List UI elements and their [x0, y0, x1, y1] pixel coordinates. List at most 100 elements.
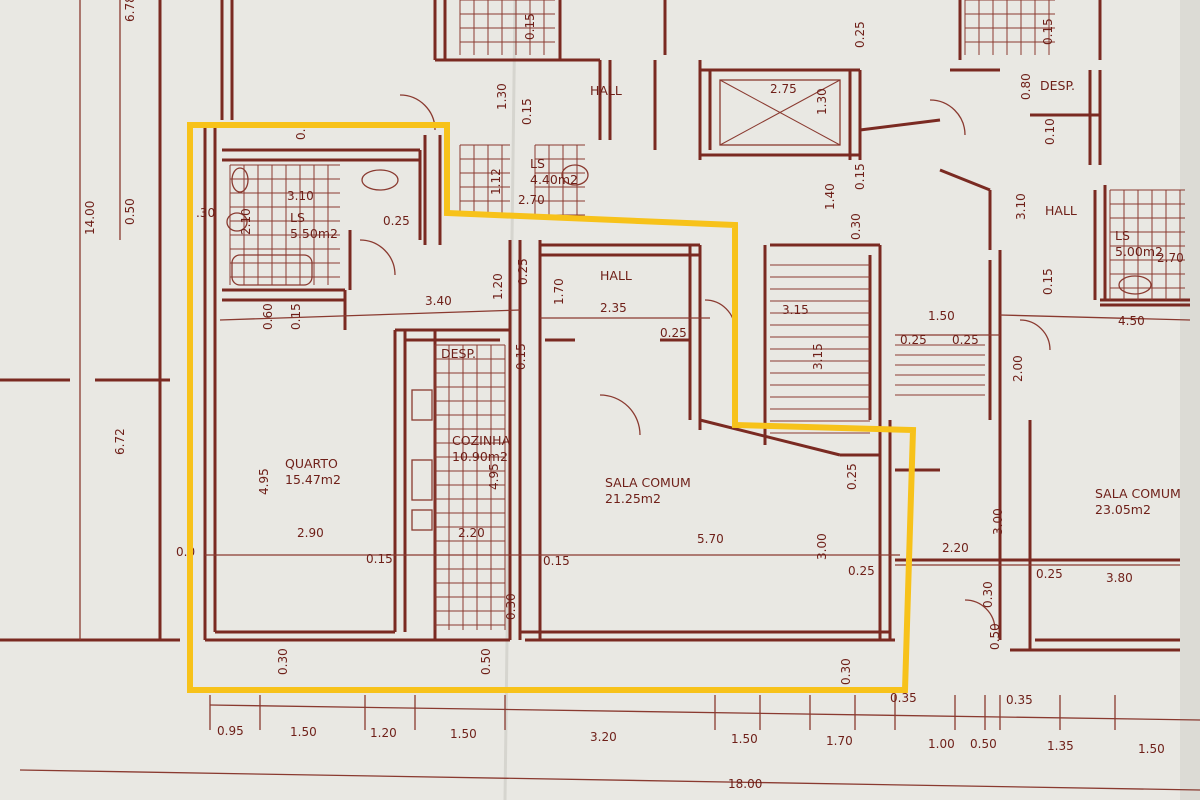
room-name: DESP. [441, 346, 476, 361]
dimension-label: 2.70 [518, 193, 545, 207]
dimension-label: 0.30 [981, 581, 995, 608]
dimension-label: 0.30 [839, 658, 853, 685]
bottom-dimension-label: 0.95 [217, 724, 244, 738]
bottom-dimension-label: 3.20 [590, 730, 617, 744]
dimension-label: 2.90 [297, 526, 324, 540]
dimension-label: 0.25 [853, 21, 867, 48]
toilet [561, 164, 589, 186]
toilet [231, 167, 249, 193]
dimension-label: 0.15 [366, 552, 393, 566]
dimension-label: 0.80 [1019, 73, 1033, 100]
bottom-dimension-label: 1.35 [1047, 739, 1074, 753]
room-area: 15.47m2 [285, 472, 341, 487]
bottom-dimension-label: 1.70 [826, 734, 853, 748]
dimension-label: 2.10 [239, 208, 253, 235]
dimension-label: 3.00 [815, 533, 829, 560]
dimension-label: 5.70 [697, 532, 724, 546]
total-width-label: 18.00 [728, 777, 762, 791]
dimension-label: 0.30 [849, 213, 863, 240]
dimension-label: 0.15 [1041, 18, 1055, 45]
room-name: HALL [590, 83, 622, 98]
dimension-label: 3.00 [991, 508, 1005, 535]
room-name: LS [1115, 228, 1130, 243]
bottom-dimension-label: 1.50 [731, 732, 758, 746]
dimension-label: 0.15 [523, 13, 537, 40]
room-name: HALL [1045, 203, 1077, 218]
dimension-label: 0.15 [514, 343, 528, 370]
dimension-label: 1.30 [815, 88, 829, 115]
dimension-label: 0.25 [516, 258, 530, 285]
dimension-label: 0.15 [853, 163, 867, 190]
bottom-dimension-label: 1.50 [450, 727, 477, 741]
dimension-label: 0.25 [900, 333, 927, 347]
room-name: LS [290, 210, 305, 225]
dimension-label: 2.20 [458, 526, 485, 540]
dimension-label: 1.30 [495, 83, 509, 110]
dimension-label: 0.60 [261, 303, 275, 330]
dimension-label: 3.10 [1014, 193, 1028, 220]
dimension-label: 4.95 [487, 463, 501, 490]
room-name: SALA COMUM [1095, 486, 1181, 501]
dimension-label: 0.25 [1036, 567, 1063, 581]
room-area: 23.05m2 [1095, 502, 1151, 517]
bottom-dimension-label: 0.50 [970, 737, 997, 751]
room-area: 5.00m2 [1115, 244, 1163, 259]
door-swing [929, 99, 966, 136]
dimension-label: 6.72 [113, 428, 127, 455]
dimension-line [19, 769, 1200, 791]
elevator-cross [719, 79, 841, 146]
dimension-label: 3.15 [811, 343, 825, 370]
bathtub [231, 254, 313, 286]
door-swing [1019, 319, 1051, 351]
dimension-label: 0.30 [504, 593, 518, 620]
dimension-label: 0.15 [289, 303, 303, 330]
dimension-label: 0.10 [1043, 118, 1057, 145]
dimension-label: 0.30 [276, 648, 290, 675]
room-name: HALL [600, 268, 632, 283]
room-area: 10.90m2 [452, 449, 508, 464]
room-name: DESP. [1040, 78, 1075, 93]
room-area: 4.40m2 [530, 172, 578, 187]
dimension-label: 3.40 [425, 294, 452, 308]
toilet [226, 212, 248, 232]
room-name: SALA COMUM [605, 475, 691, 490]
dimension-label: 0.15 [543, 554, 570, 568]
dimension-label: 2.20 [942, 541, 969, 555]
room-area: 5.50m2 [290, 226, 338, 241]
kitchen-sink [411, 459, 433, 501]
counter [411, 509, 433, 531]
room-name: LS [530, 156, 545, 171]
dimension-label: 0.15 [520, 98, 534, 125]
dimension-label: 2.70 [1157, 251, 1184, 265]
dimension-label: 14.00 [83, 201, 97, 235]
stove [411, 389, 433, 421]
wall [939, 168, 991, 192]
dimension-label: 0.50 [123, 198, 137, 225]
dimension-label: 1.12 [489, 168, 503, 195]
dimension-label: 0.50 [479, 648, 493, 675]
room-name: QUARTO [285, 456, 338, 471]
sink [361, 169, 399, 191]
sink [1118, 275, 1152, 295]
wall [699, 418, 841, 457]
dimension-label: 1.20 [491, 273, 505, 300]
dimension-label: 0.50 [988, 623, 1002, 650]
dimension-label: 0.25 [660, 326, 687, 340]
dimension-line [219, 309, 521, 321]
bottom-dimension-label: 1.00 [928, 737, 955, 751]
dimension-label: 4.50 [1118, 314, 1145, 328]
room-name: COZINHA [452, 433, 511, 448]
door-swing [599, 394, 641, 436]
dimension-label: 1.70 [552, 278, 566, 305]
bottom-dimension-label: 1.50 [290, 725, 317, 739]
dimension-label: 0.25 [848, 564, 875, 578]
dimension-label: 2.00 [1011, 355, 1025, 382]
elevator-shaft [719, 79, 841, 146]
dimension-label: 0.25 [383, 214, 410, 228]
dimension-label: 3.80 [1106, 571, 1133, 585]
room-area: 21.25m2 [605, 491, 661, 506]
bottom-dimension-label: 1.20 [370, 726, 397, 740]
dimension-label: .30 [196, 206, 215, 220]
dimension-label: 3.10 [287, 189, 314, 203]
